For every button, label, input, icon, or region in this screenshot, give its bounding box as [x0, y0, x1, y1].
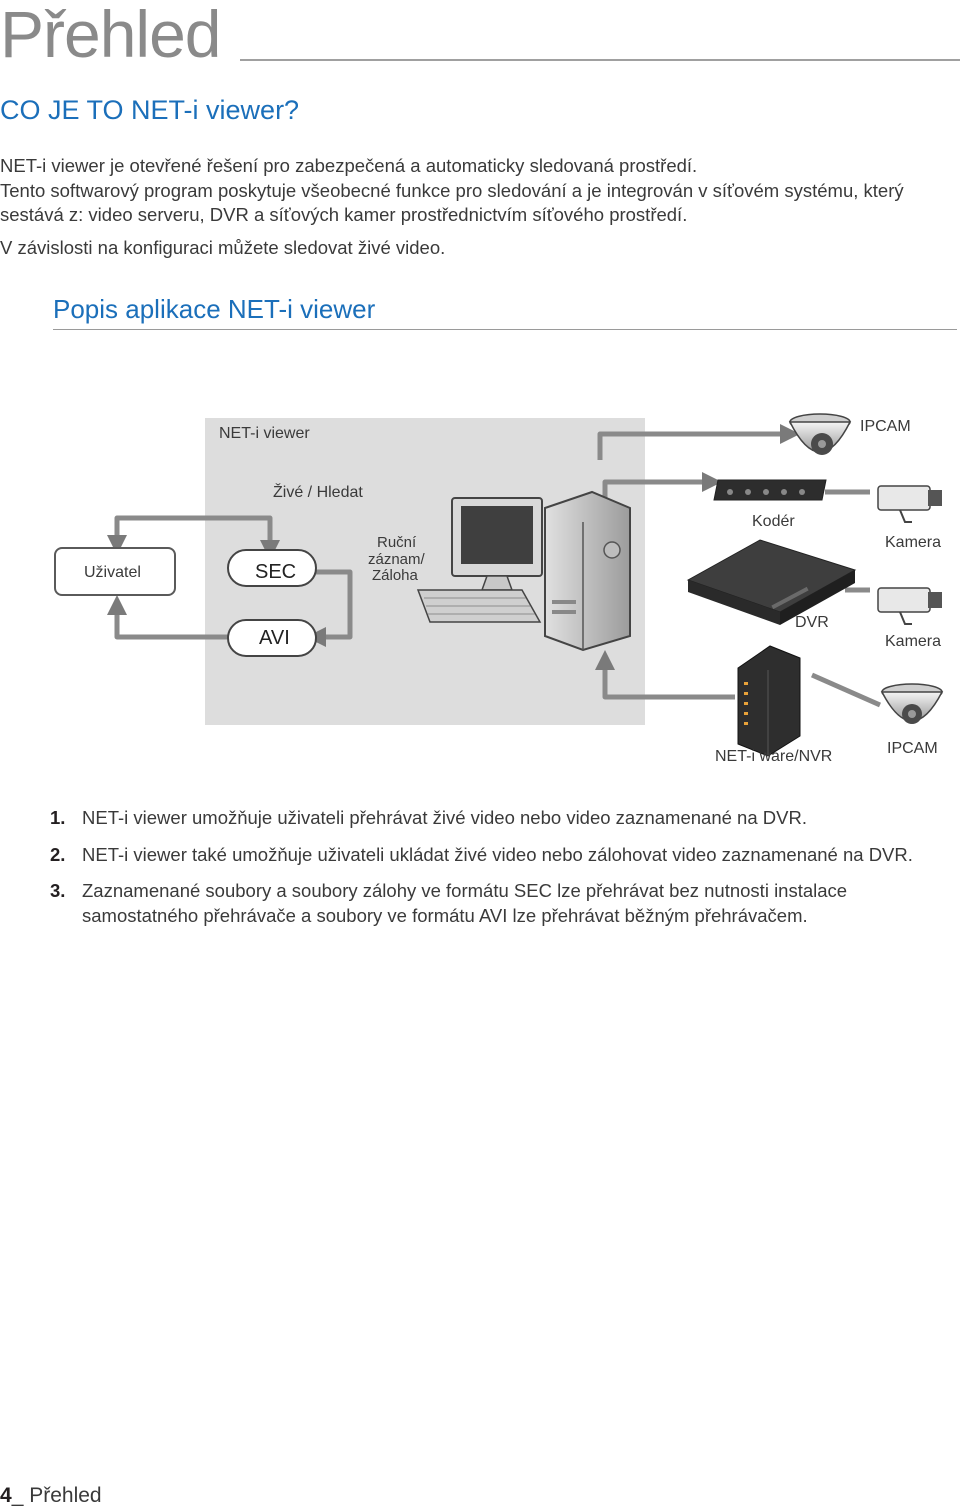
architecture-diagram: NET-i viewer Živé / Hledat Uživatel SEC … — [0, 400, 960, 780]
intro-line: Tento softwarový program poskytuje všeob… — [0, 179, 904, 226]
step-text: NET-i viewer umožňuje uživateli přehráva… — [82, 807, 807, 828]
camera-1-illustration — [877, 485, 942, 523]
steps-list: 1. NET-i viewer umožňuje uživateli přehr… — [50, 806, 930, 940]
link-user-sec — [107, 515, 280, 560]
diagram-manual-rec-2: záznam/ — [368, 551, 425, 568]
diagram-ipcam-top-label: IPCAM — [860, 418, 911, 435]
encoder-illustration — [713, 479, 827, 501]
link-user-avi — [107, 595, 255, 640]
diagram-camera-2-label: Kamera — [885, 633, 942, 650]
footer-section-label: Přehled — [23, 1484, 102, 1507]
user-box — [54, 547, 176, 596]
diagram-manual-rec-3: Záloha — [372, 567, 418, 584]
subsection-title: Popis aplikace NET-i viewer — [53, 294, 376, 324]
dvr-illustration — [686, 539, 857, 625]
diagram-graphics — [54, 413, 944, 757]
camera-2-illustration — [877, 587, 942, 625]
avi-pill — [227, 619, 317, 657]
link-nvr-ipcam — [810, 672, 882, 708]
title-rule — [240, 59, 960, 61]
diagram-netiware-label: NET-i ware/NVR — [715, 748, 833, 765]
diagram-dvr-label: DVR — [795, 614, 829, 631]
ipcam-top-illustration — [788, 413, 852, 455]
step-text: NET-i viewer také umožňuje uživateli ukl… — [82, 843, 913, 865]
intro-line: V závislosti na konfiguraci můžete sledo… — [0, 236, 446, 258]
step-item: 2. NET-i viewer také umožňuje uživateli … — [50, 843, 930, 868]
diagram-sec-label: SEC — [255, 561, 297, 583]
diagram-ipcam-bottom-label: IPCAM — [887, 740, 938, 757]
diagram-manual-rec-1: Ruční — [377, 534, 417, 551]
step-number: 3. — [50, 880, 66, 901]
step-text: Zaznamenané soubory a soubory zálohy ve … — [82, 880, 848, 926]
step-item: 1. NET-i viewer umožňuje uživateli přehr… — [50, 806, 930, 831]
diagram-encoder-label: Kodér — [752, 513, 795, 530]
diagram-viewer-label: NET-i viewer — [219, 425, 310, 442]
page-number: 4 — [0, 1484, 12, 1507]
section-title: CO JE TO NET-i viewer? — [0, 95, 300, 125]
step-number: 1. — [50, 807, 66, 828]
ipcam-bottom-illustration — [880, 683, 944, 724]
nvr-illustration — [737, 645, 801, 757]
subsection-rule — [53, 329, 957, 330]
intro-paragraph: NET-i viewer je otevřené řešení pro zabe… — [0, 154, 950, 260]
diagram-user-label: Uživatel — [84, 564, 141, 581]
page-footer: 4_ Přehled — [0, 1484, 102, 1508]
diagram-avi-label: AVI — [259, 627, 290, 649]
step-number: 2. — [50, 843, 66, 865]
page-number-separator: _ — [11, 1484, 24, 1507]
intro-line: NET-i viewer je otevřené řešení pro zabe… — [0, 155, 698, 176]
diagram-live-search-label: Živé / Hledat — [273, 484, 363, 501]
link-nvr — [595, 650, 735, 700]
page-title: Přehled — [0, 0, 221, 71]
step-item: 3. Zaznamenané soubory a soubory zálohy … — [50, 879, 930, 928]
pc-illustration — [416, 490, 631, 652]
sec-pill — [227, 549, 317, 587]
link-sec-avi — [306, 569, 353, 647]
diagram-camera-1-label: Kamera — [885, 534, 942, 551]
link-ipcam-top — [597, 424, 800, 460]
